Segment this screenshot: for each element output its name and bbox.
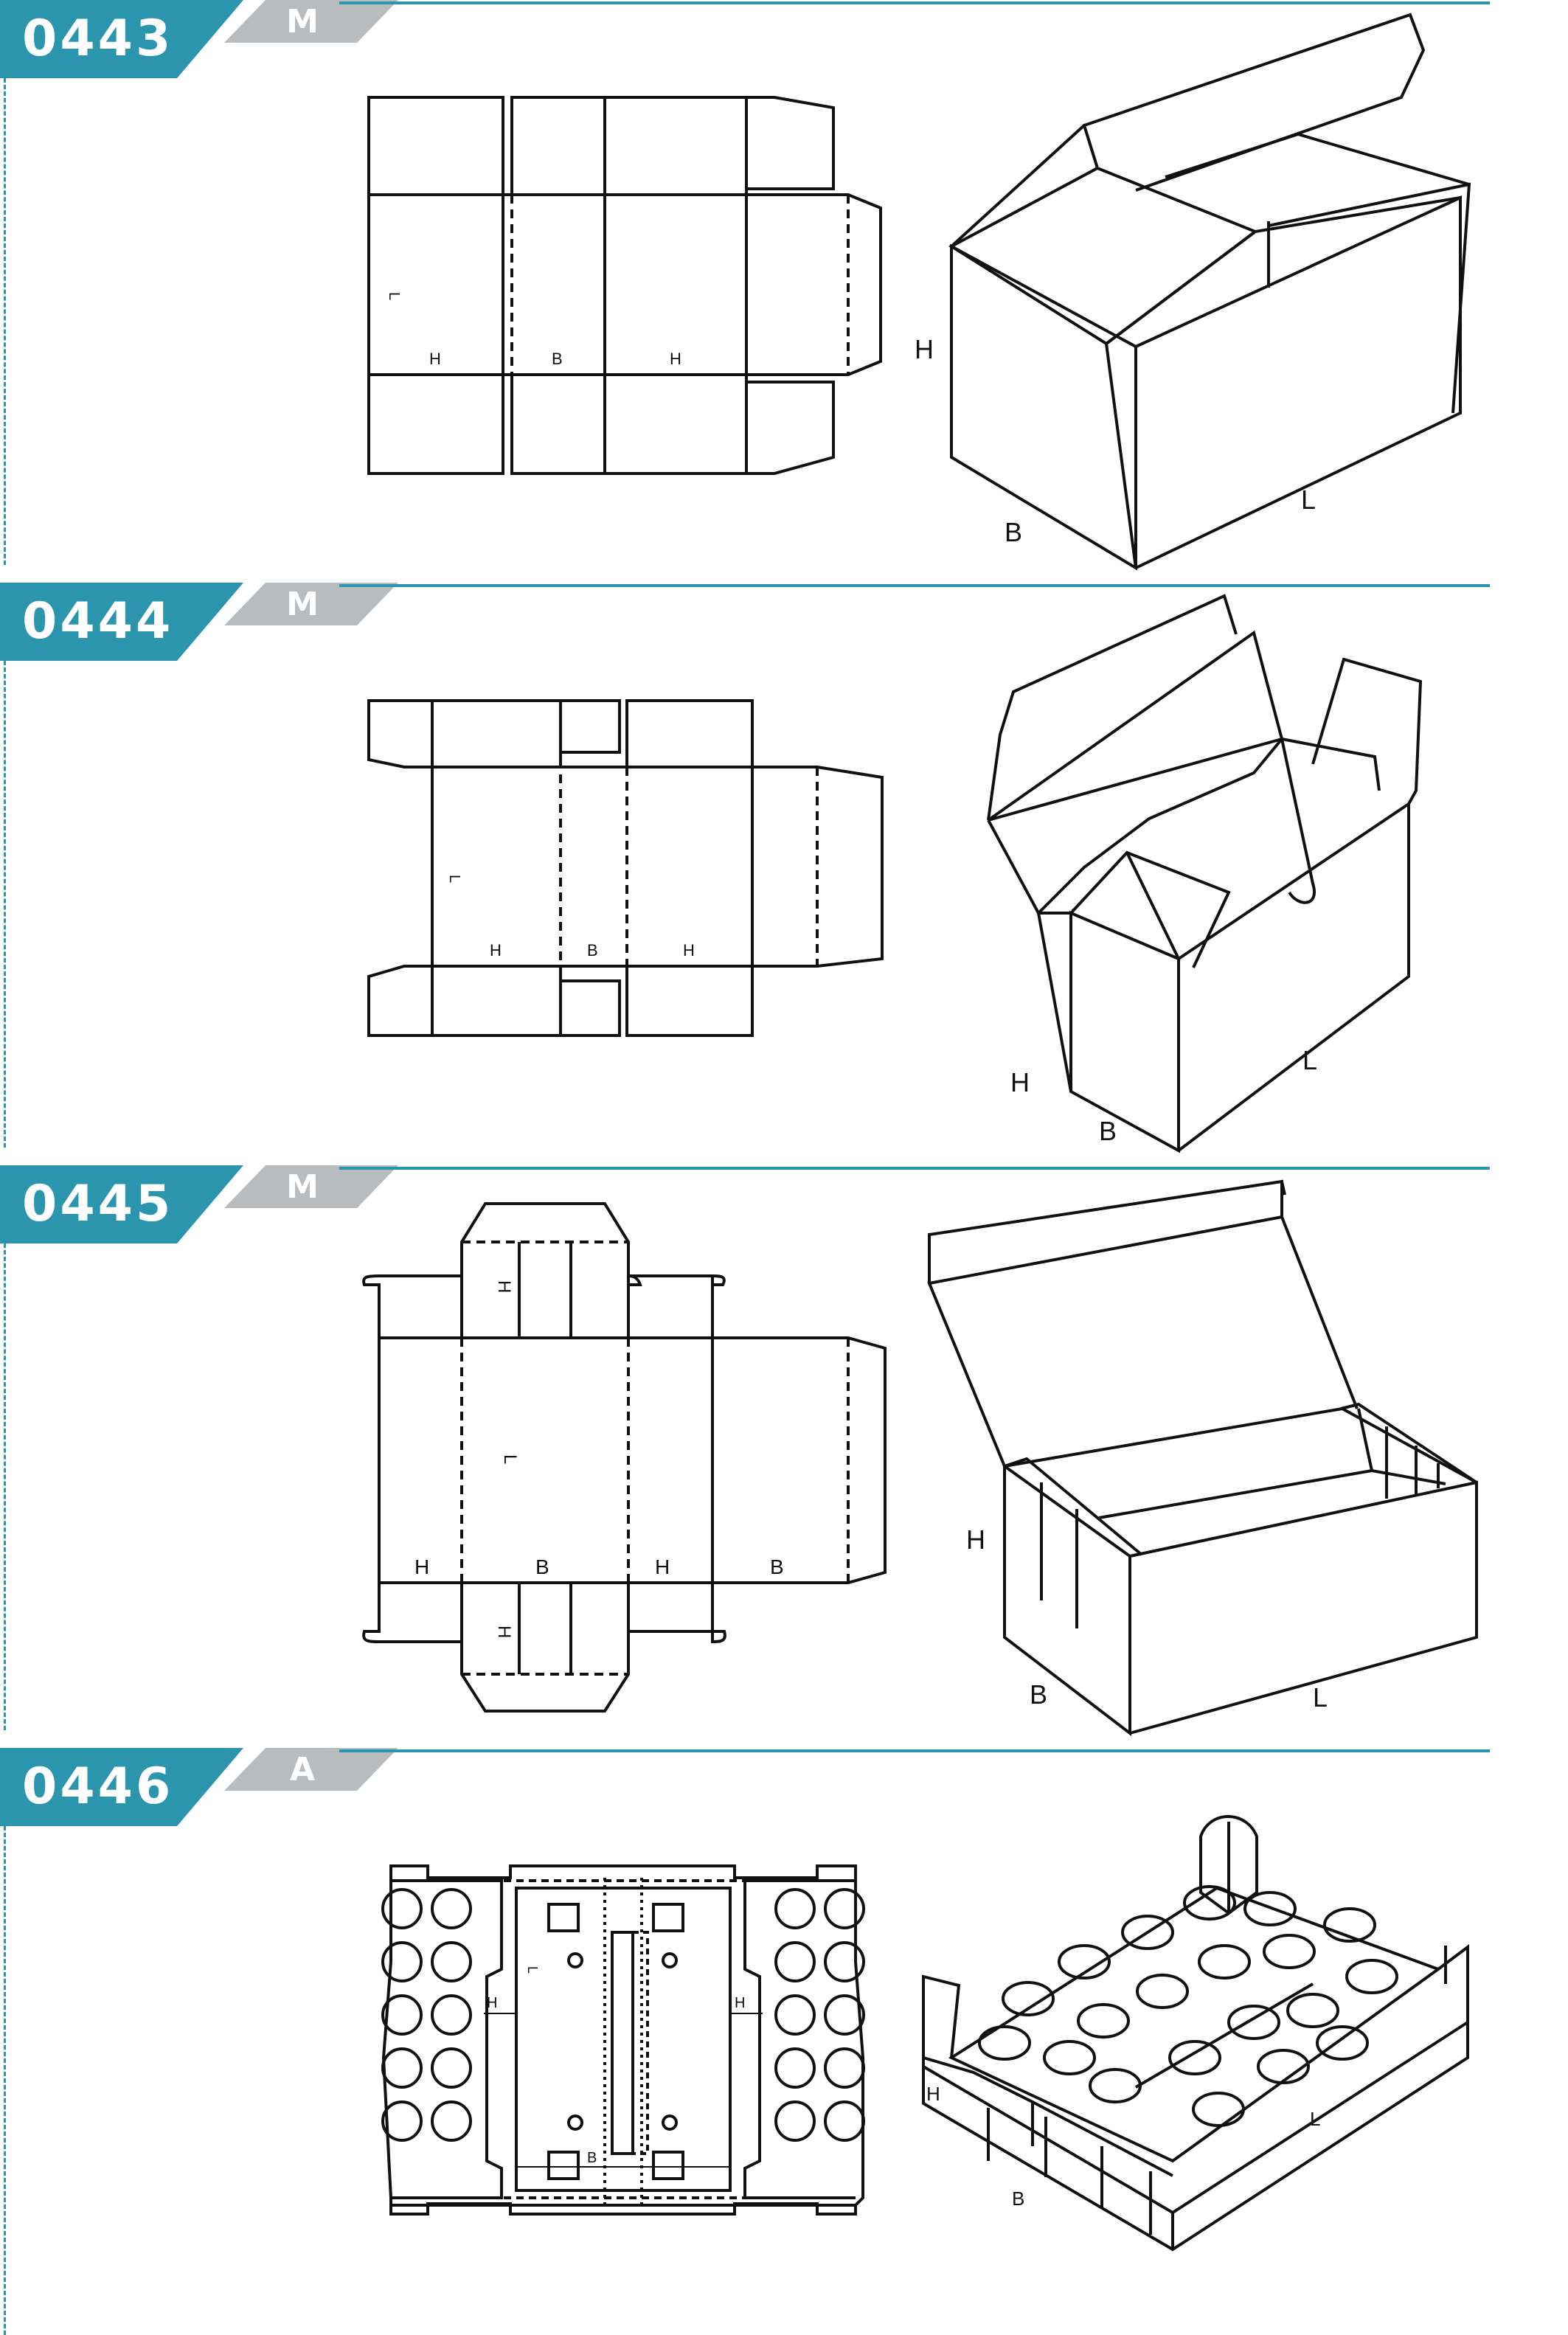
- box-h-label: H: [915, 334, 934, 364]
- product-code: 0446: [22, 1758, 174, 1816]
- diagram-0445: H H L H B H B H B L: [362, 1179, 1478, 1737]
- box-l-label: L: [1301, 485, 1316, 515]
- box-l-label: L: [1310, 2108, 1320, 2130]
- flat-side-h-top: H: [494, 1280, 514, 1293]
- flat-label-b1: B: [535, 1555, 549, 1578]
- diagram-0443: L H B H H B L: [367, 13, 1471, 571]
- flat-l-mark: L: [446, 875, 462, 883]
- type-letter: M: [286, 3, 319, 41]
- flat-layout: [381, 1864, 865, 2216]
- flat-label-h1: H: [414, 1555, 429, 1578]
- box-3d: [927, 1179, 1478, 1737]
- box-h-label: H: [926, 2083, 940, 2105]
- cup-holes-3d: [978, 1885, 1398, 2127]
- flat-h-left: H: [487, 1995, 497, 2011]
- product-code: 0443: [22, 10, 174, 68]
- box-l-label: L: [1302, 1045, 1317, 1075]
- section-0445: 0445 M: [0, 1165, 1568, 1748]
- type-letter: M: [286, 586, 319, 623]
- section-0444: 0444 M L H B H: [0, 583, 1568, 1165]
- flat-l-mark: L: [500, 1454, 520, 1464]
- flat-layout: [367, 699, 884, 1037]
- cup-holes-left: [381, 1888, 472, 2142]
- flat-label-h1: H: [490, 941, 502, 960]
- flat-l-mark: L: [386, 292, 402, 300]
- section-dash: [4, 1826, 6, 2335]
- flat-layout: [362, 1202, 887, 1713]
- box-b-label: B: [1099, 1116, 1117, 1146]
- flat-b-label: B: [587, 2150, 597, 2166]
- code-tab-0445: [0, 1165, 398, 1243]
- box-b-label: B: [1012, 2187, 1024, 2210]
- flat-label-h2: H: [683, 941, 695, 960]
- box-b-label: B: [1030, 1679, 1047, 1710]
- flat-layout: [367, 96, 882, 475]
- flat-label-h2: H: [655, 1555, 670, 1578]
- box-l-label: L: [1313, 1682, 1328, 1713]
- code-tab-0443: [0, 0, 398, 78]
- type-letter: A: [289, 1751, 316, 1788]
- box-3d: [987, 594, 1423, 1153]
- product-code: 0445: [22, 1175, 174, 1233]
- flat-h-right: H: [735, 1995, 745, 2011]
- flat-label-b: B: [552, 350, 563, 368]
- diagram-0444: L H B H H B L: [367, 594, 1423, 1153]
- flat-label-b2: B: [770, 1555, 784, 1578]
- box-3d: [922, 1815, 1469, 2252]
- code-tab-0444: [0, 583, 398, 661]
- section-rule: [339, 584, 1490, 587]
- section-rule: [339, 1, 1490, 4]
- section-0446: 0446 A: [0, 1748, 1568, 2335]
- box-b-label: B: [1005, 517, 1022, 547]
- flat-side-h-bottom: H: [494, 1626, 514, 1638]
- section-rule: [339, 1749, 1490, 1752]
- box-h-label: H: [966, 1524, 985, 1555]
- section-dash: [4, 1243, 6, 1730]
- code-tab-0446: [0, 1748, 398, 1826]
- cup-holes-right: [774, 1888, 865, 2142]
- section-rule: [339, 1167, 1490, 1170]
- section-dash: [4, 661, 6, 1148]
- box-h-label: H: [1010, 1067, 1030, 1097]
- flat-label-h2: H: [670, 350, 681, 368]
- flat-label-b: B: [587, 941, 598, 960]
- type-letter: M: [286, 1168, 319, 1206]
- flat-label-h1: H: [429, 350, 441, 368]
- diagram-0446: L H H B: [381, 1815, 1469, 2252]
- section-dash: [4, 78, 6, 565]
- section-0443: 0443 M L H: [0, 0, 1568, 583]
- product-code: 0444: [22, 592, 174, 650]
- flat-l-mark: L: [525, 1966, 540, 1974]
- box-3d: [948, 13, 1471, 571]
